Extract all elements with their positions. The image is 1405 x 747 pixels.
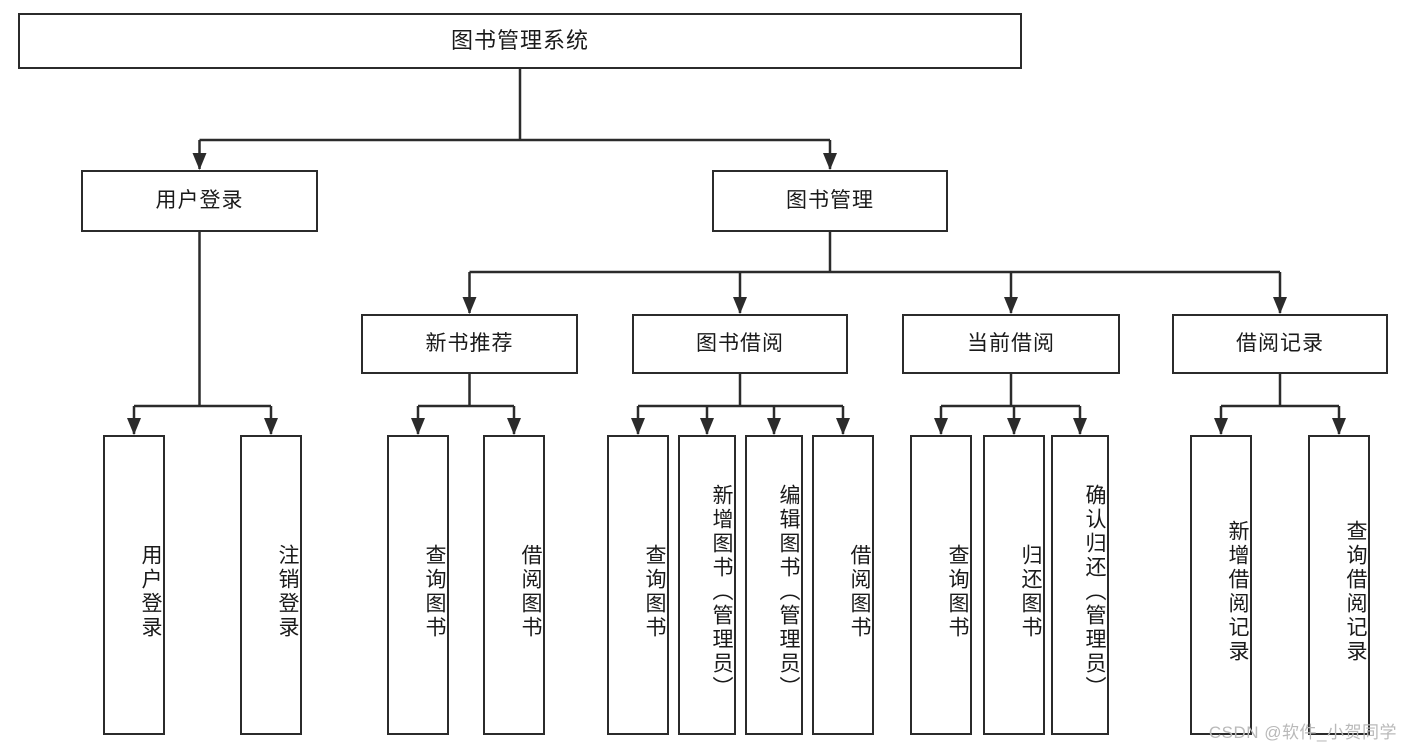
node-book-borrow[interactable]: 图书借阅 <box>632 314 848 374</box>
leaf-query-book-3[interactable]: 查询图书 <box>910 435 972 735</box>
leaf-return-book[interactable]: 归还图书 <box>983 435 1045 735</box>
leaf-borrow-book-2[interactable]: 借阅图书 <box>812 435 874 735</box>
node-root[interactable]: 图书管理系统 <box>18 13 1022 69</box>
leaf-logout[interactable]: 注销登录 <box>240 435 302 735</box>
node-user-login[interactable]: 用户登录 <box>81 170 318 232</box>
node-new-book-recommend[interactable]: 新书推荐 <box>361 314 578 374</box>
node-current-borrow[interactable]: 当前借阅 <box>902 314 1120 374</box>
leaf-add-borrow-record[interactable]: 新增借阅记录 <box>1190 435 1252 735</box>
leaf-borrow-book-1[interactable]: 借阅图书 <box>483 435 545 735</box>
node-book-manage[interactable]: 图书管理 <box>712 170 948 232</box>
leaf-user-login[interactable]: 用户登录 <box>103 435 165 735</box>
watermark: CSDN @软件_小贺同学 <box>1208 723 1397 742</box>
leaf-edit-book-admin[interactable]: 编辑图书（管理员） <box>745 435 803 735</box>
leaf-query-borrow-record[interactable]: 查询借阅记录 <box>1308 435 1370 735</box>
node-borrow-record[interactable]: 借阅记录 <box>1172 314 1388 374</box>
leaf-confirm-return-admin[interactable]: 确认归还（管理员） <box>1051 435 1109 735</box>
leaf-query-book-1[interactable]: 查询图书 <box>387 435 449 735</box>
leaf-query-book-2[interactable]: 查询图书 <box>607 435 669 735</box>
leaf-add-book-admin[interactable]: 新增图书（管理员） <box>678 435 736 735</box>
